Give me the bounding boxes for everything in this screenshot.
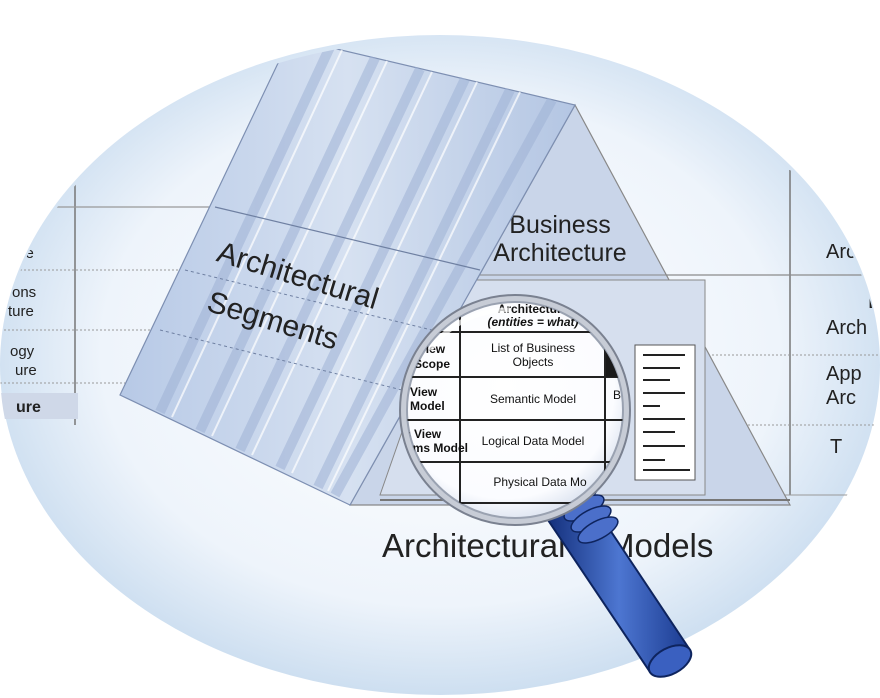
left-table-fragment: .ure ons ture ogy ure ure [0, 150, 300, 425]
models-label-word1: Architectural [382, 527, 565, 564]
right-item-3: D [868, 291, 880, 313]
lens-row3-left-line1: s View [404, 427, 442, 441]
left-row-label-6: ure [16, 399, 41, 416]
architectural-models-label: Architectural Models [382, 527, 713, 564]
lens-row1-center-line2: Objects [513, 355, 554, 369]
magnifier-lens: Architecture (entities = what) View Scop… [399, 294, 631, 526]
left-row-label-2: ons [12, 284, 36, 301]
lens-header-line2: (entities = what) [487, 315, 578, 329]
lens-row3-left-line2: tems Model [402, 441, 468, 455]
left-row-label-4: ogy [10, 343, 35, 360]
pyramid-business-line1: Business [509, 211, 610, 239]
left-row-label-5: ure [15, 362, 37, 379]
left-row-label-3: ture [8, 303, 34, 320]
pyramid-business-line2: Architecture [493, 239, 626, 267]
lens-row4-center: Physical Data Mo [493, 475, 587, 489]
lens-row2-left-line1: View [410, 385, 438, 399]
lens-row2-center: Semantic Model [490, 392, 576, 406]
lens-row1-left-line2: Scope [414, 357, 450, 371]
right-item-1: B [846, 215, 859, 237]
right-item-7: T [830, 436, 842, 458]
right-item-6: Arc [826, 387, 856, 409]
right-item-5: App [826, 363, 862, 385]
lens-row2-right: B [613, 388, 621, 402]
lens-row3-center: Logical Data Model [482, 434, 585, 448]
lens-row2-left-line2: Model [410, 399, 445, 413]
architectural-segments-panel: Architectural Segments [119, 40, 576, 506]
lens-row1-center-line1: List of Business [491, 341, 575, 355]
right-item-4: Arch [826, 317, 867, 339]
